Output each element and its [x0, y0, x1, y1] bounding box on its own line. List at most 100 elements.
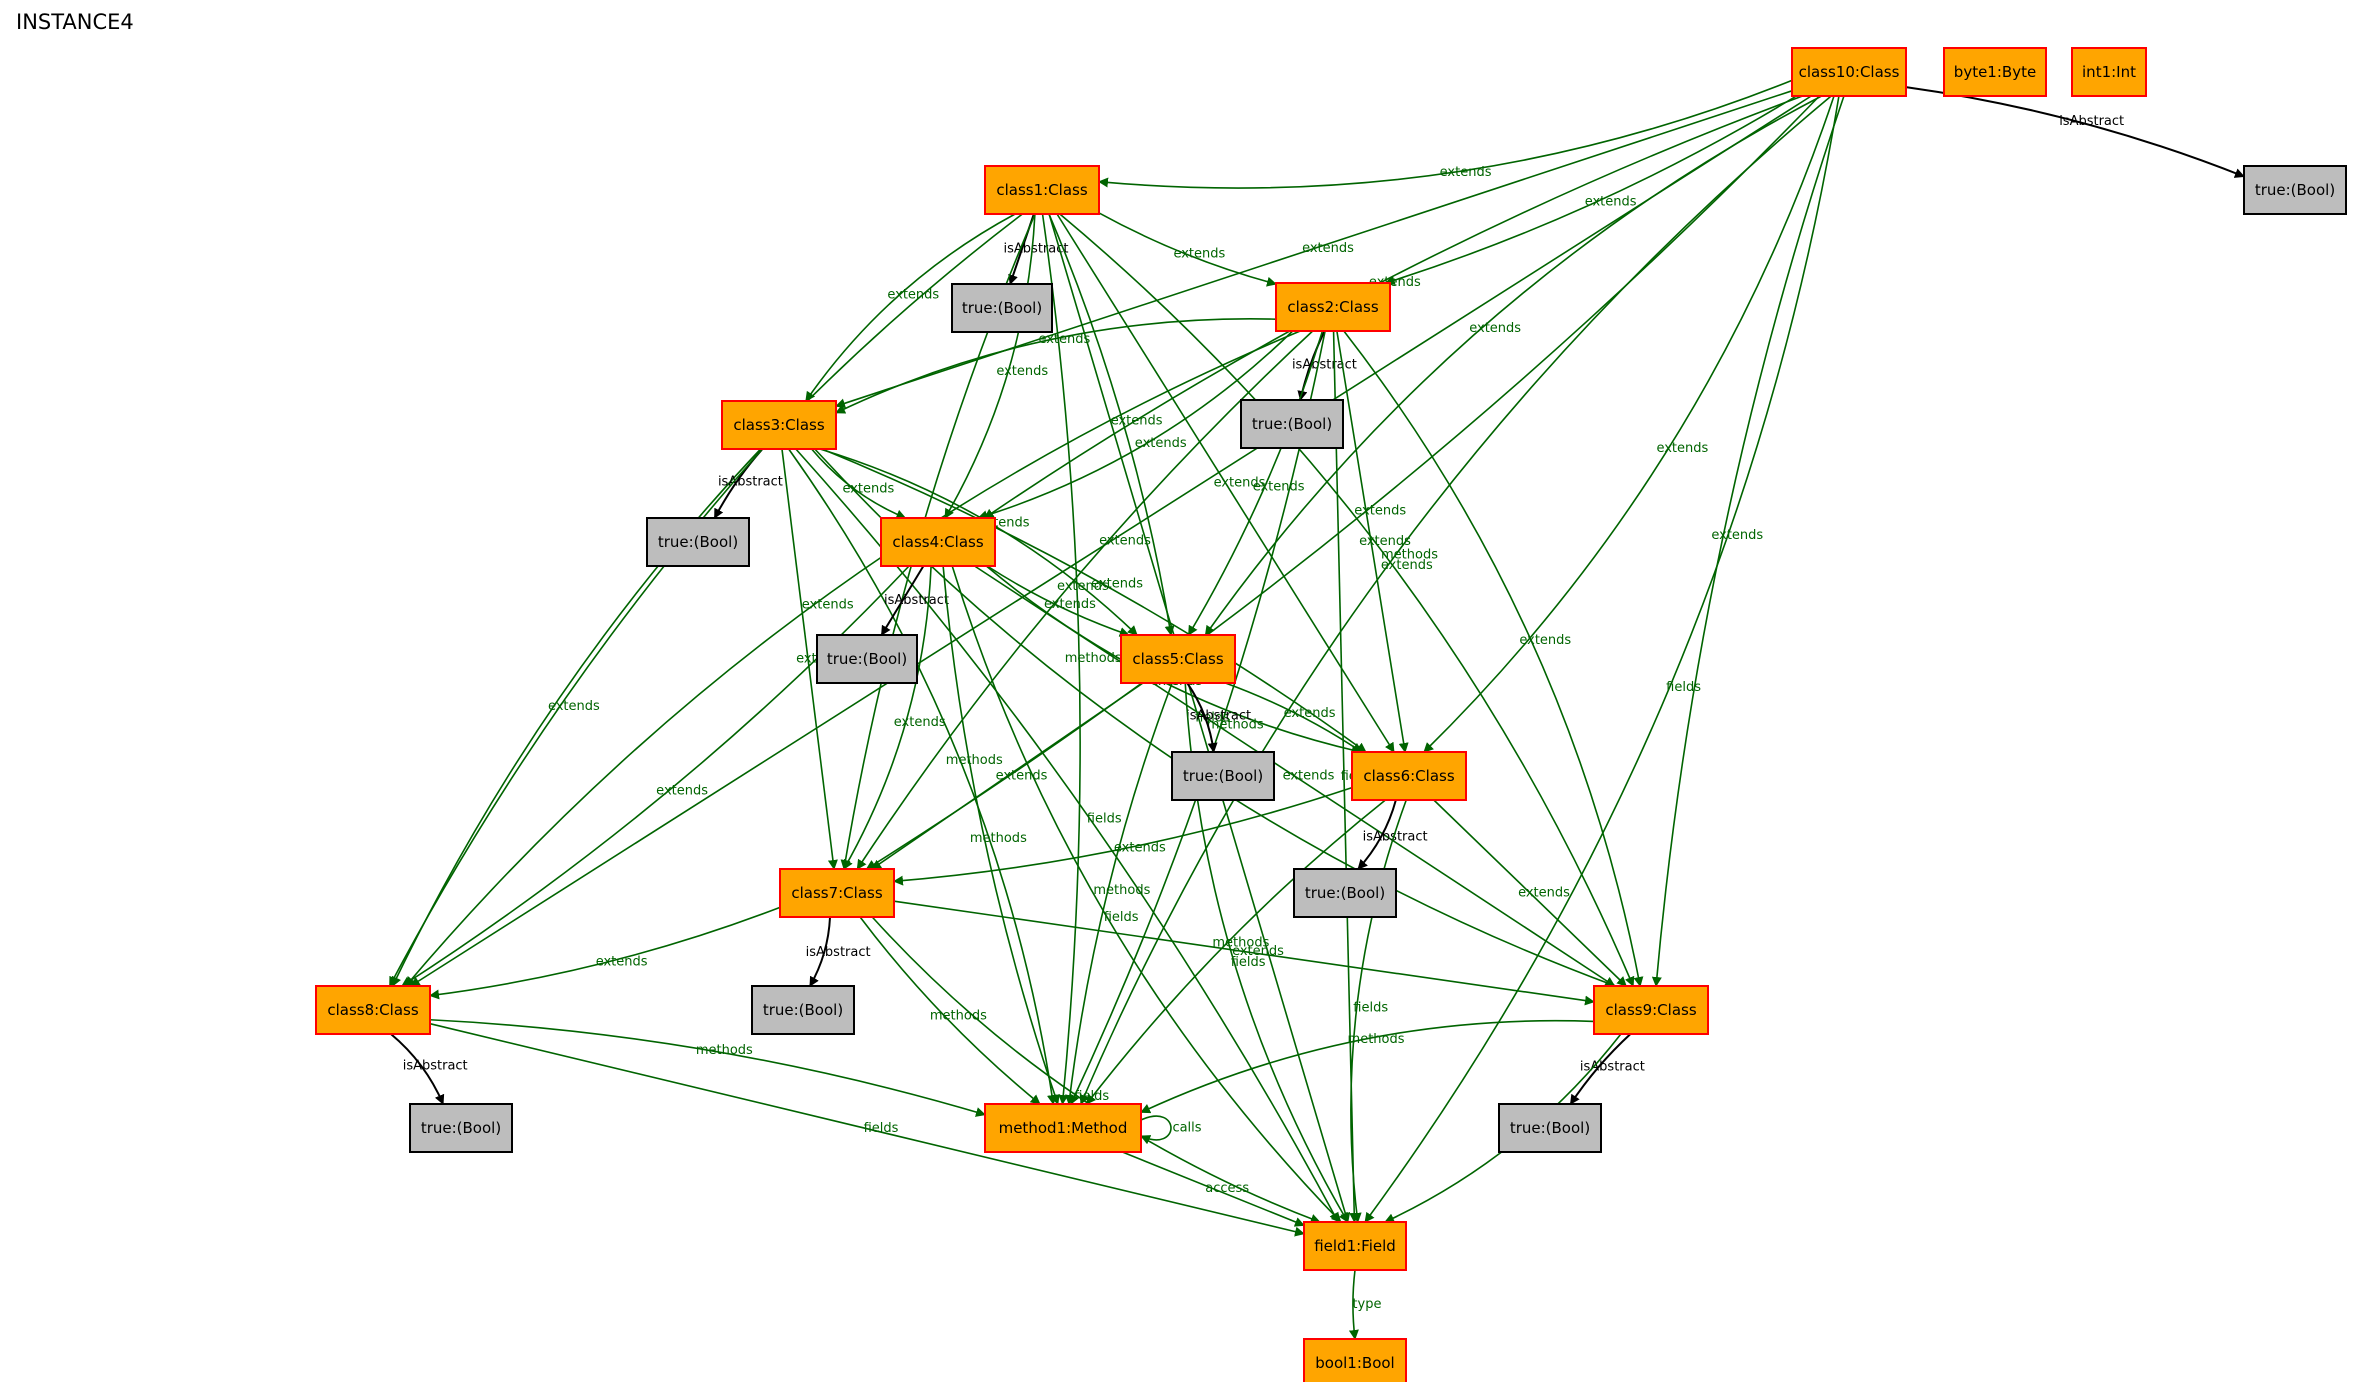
- node-class9[interactable]: class9:Class: [1593, 985, 1709, 1035]
- edge-label: fields: [1666, 680, 1701, 695]
- node-box: [1120, 634, 1236, 684]
- edge-label: methods: [1212, 936, 1269, 951]
- edge-class10-method1: methods: [1079, 95, 1832, 1105]
- edge-class7-field1: fields: [871, 916, 1321, 1224]
- node-class10[interactable]: class10:Class: [1791, 47, 1907, 97]
- diagram-title: INSTANCE4: [16, 10, 134, 34]
- node-class1[interactable]: class1:Class: [984, 165, 1100, 215]
- edge-label: fields: [1074, 1089, 1109, 1104]
- node-class7[interactable]: class7:Class: [779, 868, 895, 918]
- node-label: class1:Class: [996, 181, 1087, 199]
- node-method1[interactable]: method1:Method: [984, 1103, 1142, 1153]
- edge-line: [811, 448, 907, 520]
- edge-class10-class6: extends: [1423, 95, 1835, 753]
- edge-class2-class9: extends: [1343, 330, 1644, 987]
- edge-line: [1433, 799, 1627, 987]
- edge-label: extends: [1057, 579, 1109, 594]
- edge-line: [1225, 682, 1363, 753]
- edge-line: [835, 318, 1277, 414]
- node-bool1[interactable]: bool1:Bool: [1303, 1338, 1407, 1382]
- edge-class10-class1: extends: [1098, 79, 1793, 189]
- node-box: [1351, 751, 1467, 801]
- edge-label: methods: [930, 1008, 987, 1023]
- edge-class9-method1: methods: [1140, 1019, 1595, 1114]
- edge-class5-t5: isAbstract: [1186, 682, 1251, 753]
- node-t7[interactable]: true:(Bool): [751, 985, 855, 1035]
- node-class8[interactable]: class8:Class: [315, 985, 431, 1035]
- edge-line: [1048, 213, 1175, 636]
- edge-line: [974, 565, 1616, 987]
- edge-line: [1348, 1269, 1359, 1340]
- node-box: [1498, 1103, 1602, 1153]
- node-box: [721, 400, 837, 450]
- node-t9[interactable]: true:(Bool): [1498, 1103, 1602, 1153]
- edge-line: [805, 213, 1016, 402]
- node-box: [1303, 1338, 1407, 1382]
- edge-label: isAbstract: [718, 475, 783, 490]
- edge-label: isAbstract: [403, 1058, 468, 1073]
- node-field1[interactable]: field1:Field: [1303, 1221, 1407, 1271]
- edge-label: fields: [1104, 910, 1139, 925]
- edge-line: [429, 906, 781, 1000]
- node-t8[interactable]: true:(Bool): [409, 1103, 513, 1153]
- edge-label: extends: [1283, 769, 1335, 784]
- node-box: [984, 1103, 1142, 1153]
- node-t10[interactable]: true:(Bool): [2243, 165, 2347, 215]
- node-t6[interactable]: true:(Bool): [1293, 868, 1397, 918]
- edge-class5-class7: extends: [871, 682, 1144, 870]
- edge-class7-method1: methods: [859, 916, 1041, 1105]
- edge-label: extends: [1518, 886, 1570, 901]
- node-t3[interactable]: true:(Bool): [646, 517, 750, 567]
- edge-label: extends: [887, 287, 939, 302]
- edge-label: isAbstract: [2059, 114, 2124, 129]
- edge-line: [893, 900, 1595, 1006]
- edge-line: [1905, 86, 2245, 178]
- edge-class6-class9: extends: [1433, 799, 1627, 987]
- edge-field1-bool1: type: [1348, 1269, 1381, 1340]
- node-t5[interactable]: true:(Bool): [1171, 751, 1275, 801]
- edge-label: extends: [1135, 436, 1187, 451]
- edge-line: [429, 1022, 1305, 1237]
- node-class5[interactable]: class5:Class: [1120, 634, 1236, 684]
- edge-line: [986, 565, 1130, 637]
- node-label: class2:Class: [1287, 298, 1378, 316]
- node-class4[interactable]: class4:Class: [880, 517, 996, 567]
- edge-line: [893, 786, 1353, 886]
- edge-label: extends: [996, 769, 1048, 784]
- node-int1[interactable]: int1:Int: [2071, 47, 2147, 97]
- node-t4[interactable]: true:(Bool): [816, 634, 918, 684]
- edge-line: [1384, 95, 1797, 286]
- edge-line: [843, 565, 932, 870]
- edge-line: [1048, 213, 1351, 1223]
- edge-class8-method1: methods: [429, 1018, 986, 1117]
- node-label: class7:Class: [791, 884, 882, 902]
- edge-label: extends: [1044, 597, 1096, 612]
- edge-label: fields: [864, 1121, 899, 1136]
- edge-label: extends: [1173, 246, 1225, 261]
- node-t1[interactable]: true:(Bool): [951, 283, 1053, 333]
- node-box: [1791, 47, 1907, 97]
- edge-label: isAbstract: [884, 593, 949, 608]
- edge-label: extends: [1099, 534, 1151, 549]
- node-label: class4:Class: [892, 533, 983, 551]
- edge-line: [390, 1033, 445, 1105]
- edge-class2-class8: extends: [405, 330, 1301, 987]
- edge-label: extends: [1469, 321, 1521, 336]
- edge-line: [944, 213, 1036, 519]
- edge-class10-class8: extends: [409, 95, 1812, 987]
- node-class3[interactable]: class3:Class: [721, 400, 837, 450]
- edge-line: [1364, 95, 1840, 1223]
- edge-label: methods: [1093, 883, 1150, 898]
- node-box: [984, 165, 1100, 215]
- edge-line: [977, 330, 1294, 521]
- edge-label: extends: [1711, 528, 1763, 543]
- edge-label: isAbstract: [1186, 708, 1251, 723]
- edge-line: [1423, 95, 1835, 753]
- node-byte1[interactable]: byte1:Byte: [1943, 47, 2047, 97]
- node-class6[interactable]: class6:Class: [1351, 751, 1467, 801]
- node-t2[interactable]: true:(Bool): [1240, 399, 1344, 449]
- edge-label: methods: [1381, 547, 1438, 562]
- edge-class3-class6: extends: [821, 448, 1367, 753]
- node-class2[interactable]: class2:Class: [1275, 282, 1391, 332]
- edge-class2-class6: extends: [1336, 330, 1411, 753]
